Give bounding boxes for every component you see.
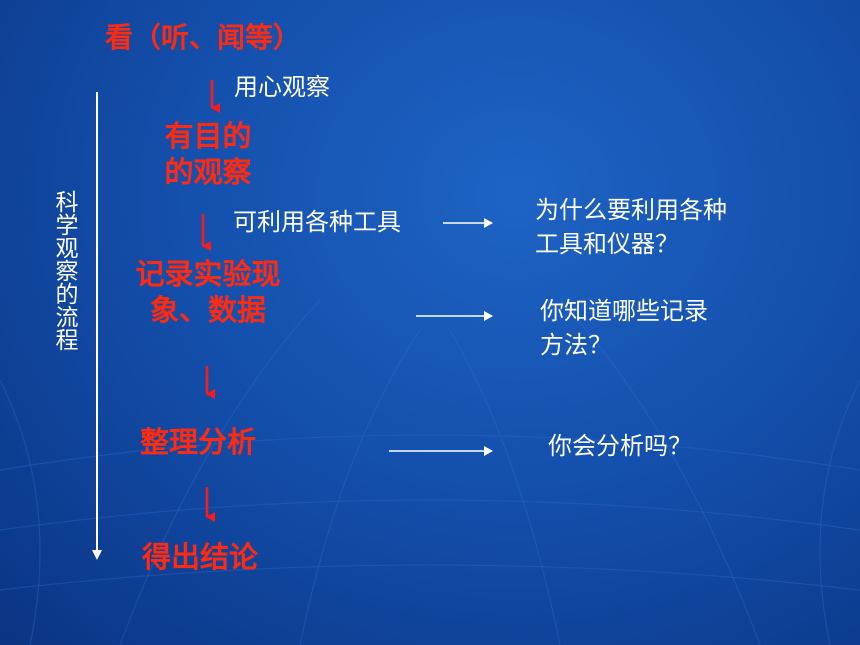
question-tools-line-2: 工具和仪器？ [535,230,679,258]
question-why-use-tools: 为什么要利用各种 工具和仪器？ [535,193,727,261]
step-draw-conclusion: 得出结论 [142,540,259,574]
question-can-you-analyze: 你会分析吗？ [548,432,692,460]
step-record-data: 记录实验现 象、数据 [118,256,298,328]
question-record-line-2: 方法？ [540,331,612,359]
step-organize-analyze: 整理分析 [140,425,257,459]
step-look-listen-smell: 看（听、闻等） [105,21,302,54]
step-record-line-2: 象、数据 [149,293,266,327]
question-recording-methods: 你知道哪些记录 方法？ [540,294,708,362]
step-record-line-1: 记录实验现 [135,257,281,291]
step-purposeful-line-1: 有目的 [164,119,252,153]
side-label-process: 科学观察的流程 [51,190,77,351]
question-record-line-1: 你知道哪些记录 [540,297,708,325]
step-purposeful-observation: 有目的 的观察 [148,118,268,190]
note-observe-carefully: 用心观察 [234,73,330,101]
note-use-tools: 可利用各种工具 [233,208,401,236]
question-tools-line-1: 为什么要利用各种 [535,196,727,224]
step-purposeful-line-2: 的观察 [164,155,252,189]
